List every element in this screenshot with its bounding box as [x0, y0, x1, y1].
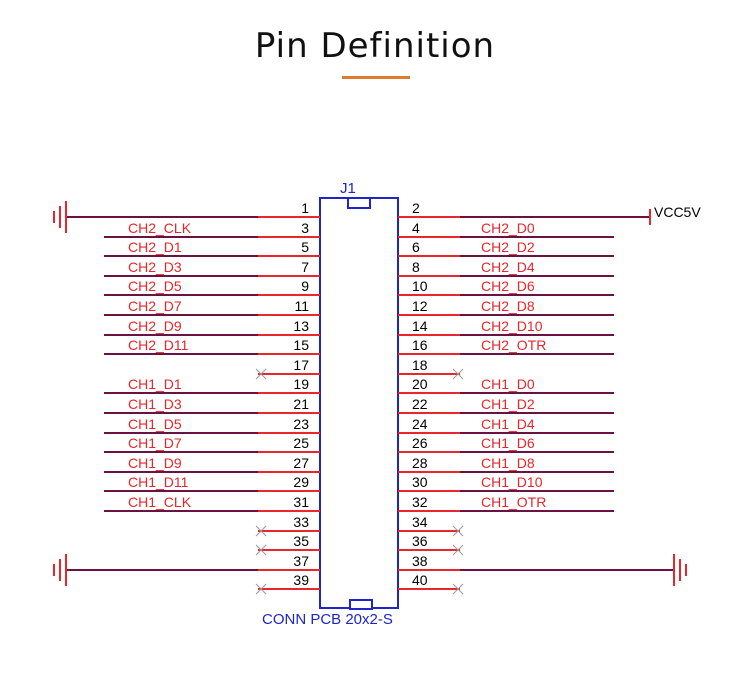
pin-36-nc-icon-x2 [452, 544, 464, 556]
pin-16-number: 16 [412, 337, 428, 353]
pin-19-number: 19 [293, 376, 309, 392]
pin-22-number: 22 [412, 396, 428, 412]
pin-32-number: 32 [412, 494, 428, 510]
pin-21-number: 21 [293, 396, 309, 412]
pin-7-net-label: CH2_D3 [128, 259, 182, 275]
pin-5-net-label: CH2_D1 [128, 239, 182, 255]
pin-29-net-label: CH1_D11 [128, 474, 189, 490]
pin-30-number: 30 [412, 474, 428, 490]
pin-39-nc-icon-x2 [255, 583, 267, 595]
pin-3-net-label: CH2_CLK [128, 220, 192, 236]
connector-part: CONN PCB 20x2-S [262, 611, 393, 628]
pin-14-net-label: CH2_D10 [481, 318, 543, 334]
pin-4-net-label: CH2_D0 [481, 220, 535, 236]
pin-11-net-label: CH2_D7 [128, 298, 182, 314]
pin-8-number: 8 [412, 259, 420, 275]
pin-27-number: 27 [293, 455, 309, 471]
pin-6-number: 6 [412, 239, 420, 255]
pin-15-number: 15 [293, 337, 309, 353]
pin-21-net-label: CH1_D3 [128, 396, 182, 412]
pin-10-net-label: CH2_D6 [481, 278, 535, 294]
pin-12-number: 12 [412, 298, 428, 314]
pin-4-number: 4 [412, 220, 420, 236]
pin-8-net-label: CH2_D4 [481, 259, 535, 275]
pin-23-net-label: CH1_D5 [128, 416, 182, 432]
pin-11-number: 11 [294, 298, 309, 314]
pin-35-nc-icon-x2 [255, 544, 267, 556]
connector-body [319, 197, 399, 609]
pin-12-net-label: CH2_D8 [481, 298, 535, 314]
pin-23-number: 23 [293, 416, 309, 432]
pin-29-number: 29 [293, 474, 309, 490]
pin-20-net-label: CH1_D0 [481, 376, 535, 392]
pin-2-number: 2 [412, 200, 420, 216]
pin-19-net-label: CH1_D1 [128, 376, 182, 392]
pin-25-number: 25 [293, 435, 309, 451]
pin-9-net-label: CH2_D5 [128, 278, 182, 294]
pin-2-net-label: VCC5V [654, 204, 701, 220]
pin-16-net-label: CH2_OTR [481, 337, 546, 353]
pin-34-nc-icon-x2 [452, 525, 464, 537]
pin-32-net-label: CH1_OTR [481, 494, 546, 510]
connector-key-bottom [349, 599, 373, 610]
pin-28-number: 28 [412, 455, 428, 471]
pin-20-number: 20 [412, 376, 428, 392]
pin-26-number: 26 [412, 435, 428, 451]
pin-22-net-label: CH1_D2 [481, 396, 535, 412]
page-title: Pin Definition [254, 26, 496, 66]
pin-33-nc-icon-x2 [255, 525, 267, 537]
pin-27-net-label: CH1_D9 [128, 455, 182, 471]
pin-3-number: 3 [301, 220, 309, 236]
connector-ref: J1 [340, 180, 356, 197]
pin-30-net-label: CH1_D10 [481, 474, 543, 490]
pin-5-number: 5 [301, 239, 309, 255]
pin-18-number: 18 [412, 357, 428, 373]
pin-33-number: 33 [293, 514, 309, 530]
pin-24-number: 24 [412, 416, 428, 432]
pin-38-number: 38 [412, 553, 428, 569]
pin-1-number: 1 [301, 200, 309, 216]
pin-31-net-label: CH1_CLK [128, 494, 192, 510]
pin-18-nc-icon-x2 [452, 368, 464, 380]
pin-40-number: 40 [412, 572, 428, 588]
pin-7-number: 7 [301, 259, 309, 275]
connector-key-top [347, 197, 371, 209]
pin-17-nc-icon-x2 [255, 368, 267, 380]
pin-39-number: 39 [293, 572, 309, 588]
pin-25-net-label: CH1_D7 [128, 435, 182, 451]
pin-24-net-label: CH1_D4 [481, 416, 535, 432]
pin-10-number: 10 [412, 278, 428, 294]
pin-6-net-label: CH2_D2 [481, 239, 535, 255]
pin-9-number: 9 [301, 278, 309, 294]
title-underline [342, 76, 410, 79]
pin-35-number: 35 [293, 533, 309, 549]
pin-14-number: 14 [412, 318, 428, 334]
pin-26-net-label: CH1_D6 [481, 435, 535, 451]
pin-15-net-label: CH2_D11 [128, 337, 189, 353]
pin-37-number: 37 [293, 553, 309, 569]
pin-17-number: 17 [293, 357, 309, 373]
pin-13-net-label: CH2_D9 [128, 318, 182, 334]
pin-31-number: 31 [293, 494, 309, 510]
pin-40-nc-icon-x2 [452, 583, 464, 595]
pin-13-number: 13 [293, 318, 309, 334]
pin-36-number: 36 [412, 533, 428, 549]
pin-34-number: 34 [412, 514, 428, 530]
pin-28-net-label: CH1_D8 [481, 455, 535, 471]
